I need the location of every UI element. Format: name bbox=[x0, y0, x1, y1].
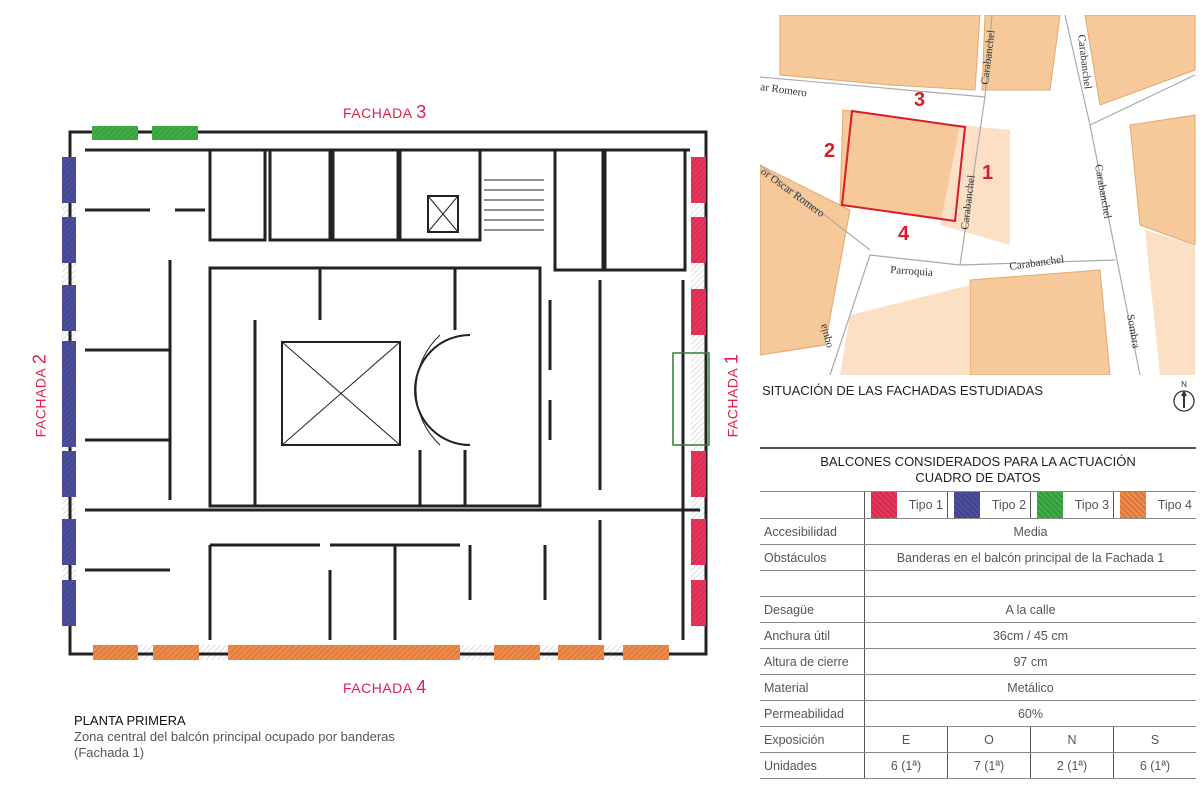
row-value: 60% bbox=[864, 700, 1196, 727]
map-streets bbox=[760, 15, 1196, 375]
balcony-hatching bbox=[62, 126, 706, 660]
cell: 6 (1ª) bbox=[864, 752, 949, 779]
row-label: Permeabilidad bbox=[760, 700, 865, 727]
row-value: Banderas en el balcón principal de la Fa… bbox=[864, 544, 1196, 571]
facade-3-label: FACHADA 3 bbox=[343, 102, 427, 122]
row-label bbox=[760, 570, 865, 597]
row-label: Accesibilidad bbox=[760, 518, 865, 545]
cell: E bbox=[864, 726, 949, 753]
studied-building-outline bbox=[840, 109, 967, 223]
table-row bbox=[760, 570, 1196, 597]
unidades-row: Unidades 6 (1ª) 7 (1ª) 2 (1ª) 6 (1ª) bbox=[760, 752, 1196, 779]
row-value: Metálico bbox=[864, 674, 1196, 701]
floor-plan bbox=[62, 126, 710, 660]
cell: O bbox=[947, 726, 1032, 753]
row-value bbox=[864, 570, 1196, 597]
plan-caption-line: Zona central del balcón principal ocupad… bbox=[74, 729, 395, 744]
facade-2-label: FACHADA 2 bbox=[29, 353, 50, 438]
exposicion-row: Exposición E O N S bbox=[760, 726, 1196, 753]
row-value: 36cm / 45 cm bbox=[864, 622, 1196, 649]
cell: 7 (1ª) bbox=[947, 752, 1032, 779]
stair bbox=[414, 179, 544, 446]
empty-cell bbox=[760, 491, 865, 519]
cell: S bbox=[1113, 726, 1196, 753]
flags-zone-highlight bbox=[672, 352, 710, 446]
facade-1-label: FACHADA 1 bbox=[721, 353, 742, 438]
row-value: A la calle bbox=[864, 596, 1196, 623]
type-2-swatch bbox=[954, 492, 981, 518]
row-label: Desagüe bbox=[760, 596, 865, 623]
lightwell bbox=[281, 341, 401, 446]
table-title-line: BALCONES CONSIDERADOS PARA LA ACTUACIÓN bbox=[820, 454, 1136, 469]
cell: 2 (1ª) bbox=[1030, 752, 1115, 779]
row-label: Unidades bbox=[760, 752, 865, 779]
map-plots bbox=[840, 125, 1195, 375]
plan-title: PLANTA PRIMERA bbox=[74, 713, 186, 728]
building-outline bbox=[68, 130, 708, 656]
type-label: Tipo 2 bbox=[991, 498, 1027, 512]
row-label: Anchura útil bbox=[760, 622, 865, 649]
map-caption: SITUACIÓN DE LAS FACHADAS ESTUDIADAS bbox=[762, 383, 1044, 398]
type-1-legend: Tipo 1 bbox=[864, 491, 949, 519]
facade-4-label: FACHADA 4 bbox=[343, 677, 427, 697]
row-value: 97 cm bbox=[864, 648, 1196, 675]
cell: 6 (1ª) bbox=[1113, 752, 1196, 779]
type-3-legend: Tipo 3 bbox=[1030, 491, 1115, 519]
row-label: Exposición bbox=[760, 726, 865, 753]
type-label: Tipo 3 bbox=[1074, 498, 1110, 512]
map-canvas: ar Romero Carabanchel Carabanchel or Osc… bbox=[760, 15, 1196, 375]
facade-number-3: 3 bbox=[914, 89, 925, 111]
row-label: Material bbox=[760, 674, 865, 701]
facade-number-4: 4 bbox=[898, 223, 910, 245]
north-arrow-icon: N bbox=[1171, 380, 1197, 418]
type-label: Tipo 4 bbox=[1157, 498, 1192, 512]
row-label: Altura de cierre bbox=[760, 648, 865, 675]
type-label: Tipo 1 bbox=[908, 498, 944, 512]
location-map: ar Romero Carabanchel Carabanchel or Osc… bbox=[760, 15, 1196, 375]
types-row: Tipo 1 Tipo 2 Tipo 3 Tipo 4 bbox=[760, 491, 1196, 519]
type-2-legend: Tipo 2 bbox=[947, 491, 1032, 519]
map-buildings bbox=[760, 15, 1196, 375]
plan-caption-line: (Fachada 1) bbox=[74, 745, 145, 760]
type-4-swatch bbox=[1120, 492, 1147, 518]
row-label: Obstáculos bbox=[760, 544, 865, 571]
facade-number-1: 1 bbox=[982, 162, 993, 184]
street-label: Sombra bbox=[1124, 313, 1142, 349]
cell: N bbox=[1030, 726, 1115, 753]
type-4-legend: Tipo 4 bbox=[1113, 491, 1196, 519]
type-3-swatch bbox=[1037, 492, 1064, 518]
type-1-swatch bbox=[871, 492, 897, 518]
interior-walls bbox=[85, 148, 700, 640]
facade-number-2: 2 bbox=[824, 140, 835, 162]
street-label: Parroquia bbox=[890, 264, 934, 279]
table-subtitle: CUADRO DE DATOS bbox=[915, 470, 1041, 485]
plan-caption: PLANTA PRIMERA Zona central del balcón p… bbox=[74, 713, 395, 761]
north-label: N bbox=[1181, 380, 1187, 389]
row-value: Media bbox=[864, 518, 1196, 545]
